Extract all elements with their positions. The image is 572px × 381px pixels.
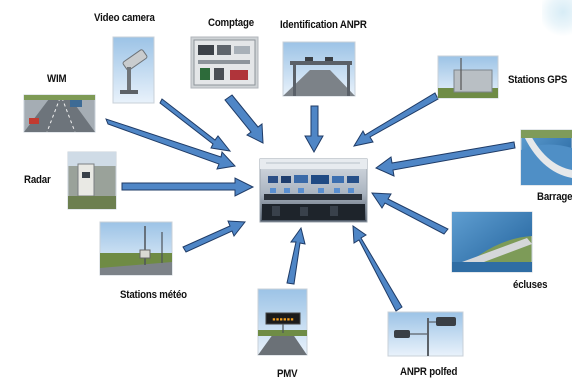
label-pmv: PMV — [277, 368, 298, 380]
svg-text:▪▪▪▪▪▪: ▪▪▪▪▪▪ — [272, 316, 294, 323]
control-room-image — [259, 158, 368, 223]
arrow-comptage — [224, 94, 264, 144]
meteo-station-image — [99, 221, 173, 276]
label-comptage: Comptage — [208, 17, 254, 29]
radar-image — [67, 151, 117, 210]
label-radar: Radar — [24, 174, 51, 186]
arrow-anpr-polfed — [352, 225, 403, 312]
arrow-barrage — [375, 141, 516, 177]
pmv-image: ▪▪▪▪▪▪ — [257, 288, 308, 356]
arrow-wim — [105, 118, 236, 170]
arrow-pmv — [286, 226, 306, 285]
label-barrage: Barrage — [537, 191, 572, 203]
anpr-image — [282, 41, 356, 97]
arrow-radar — [121, 177, 255, 197]
arrow-meteo — [182, 220, 246, 253]
comptage-image — [190, 36, 259, 89]
label-wim: WIM — [47, 73, 67, 85]
label-ecluses: écluses — [513, 279, 548, 291]
anpr-polfed-image — [387, 311, 464, 357]
video-camera-image — [112, 36, 155, 104]
label-anpr: Identification ANPR — [280, 19, 367, 31]
label-anpr-polfed: ANPR polfed — [400, 366, 458, 378]
arrow-ecluses — [371, 192, 449, 235]
label-video-camera: Video camera — [94, 12, 155, 24]
corner-decoration — [542, 0, 572, 40]
label-meteo: Stations météo — [120, 289, 187, 301]
gps-station-image — [437, 55, 499, 99]
arrow-anpr — [304, 105, 324, 154]
arrow-video-camera — [159, 98, 232, 152]
ecluses-image — [451, 211, 533, 273]
arrow-gps — [352, 92, 439, 147]
label-gps: Stations GPS — [508, 74, 568, 86]
wim-image — [23, 94, 96, 133]
barrage-image — [520, 129, 572, 186]
arrow-group — [105, 92, 516, 312]
